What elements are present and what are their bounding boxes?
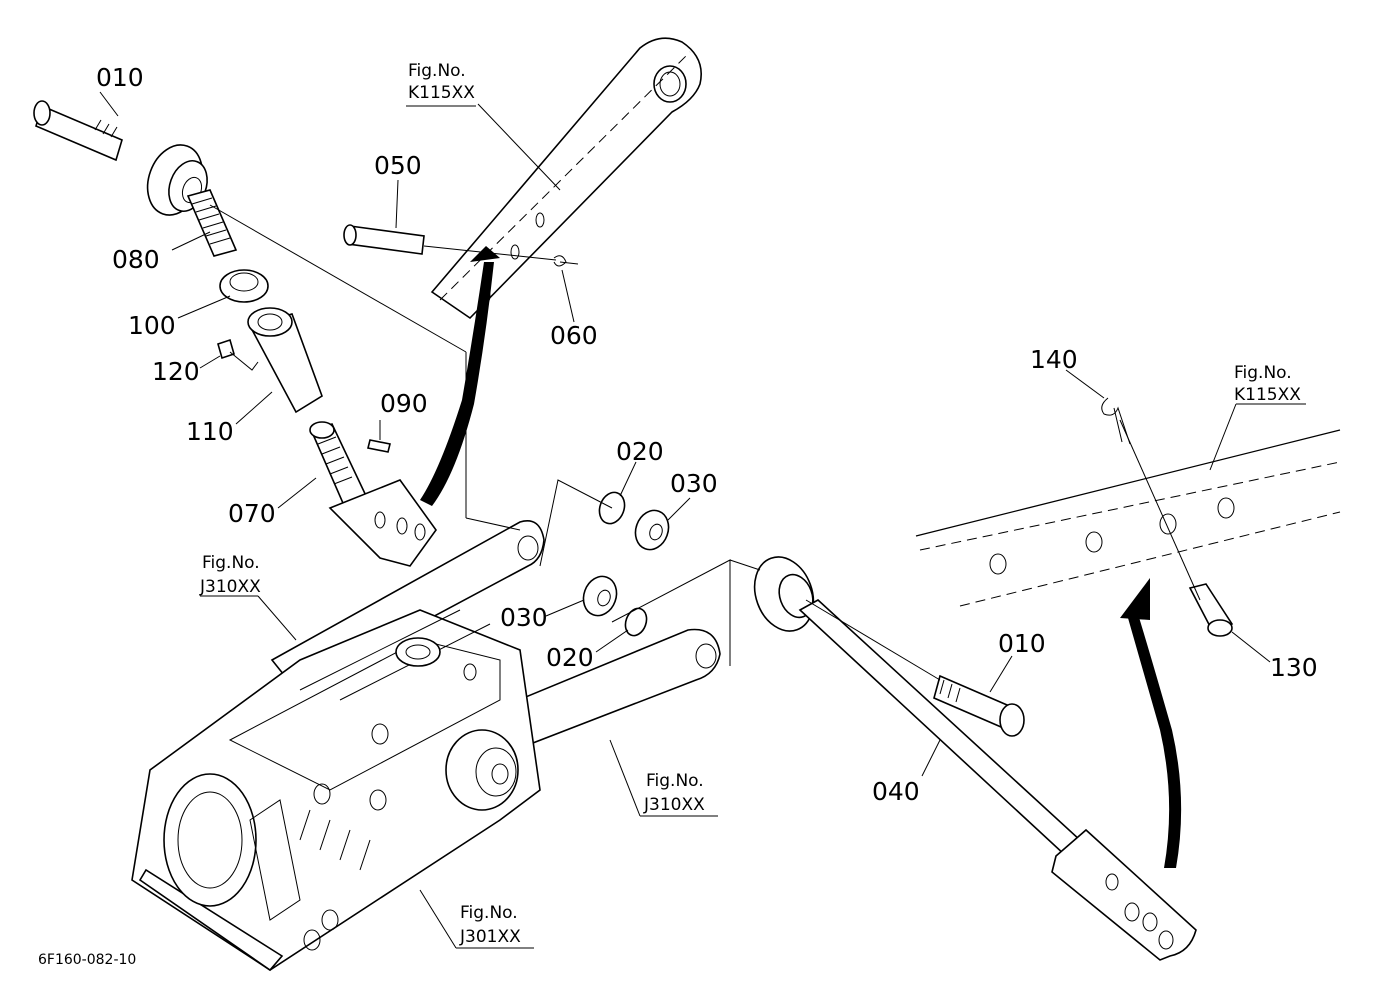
figref-k115-top-code: K115XX [408, 83, 475, 103]
label-060: 060 [550, 321, 598, 350]
label-100: 100 [128, 311, 176, 340]
figref-k115-right-code: K115XX [1234, 385, 1301, 405]
pin-050 [343, 224, 425, 255]
nut-030-bottom [582, 575, 618, 617]
hydraulic-housing [131, 609, 541, 972]
label-010-right: 010 [998, 629, 1046, 658]
label-010-top: 010 [96, 63, 144, 92]
label-030-bottom: 030 [500, 603, 548, 632]
label-040: 040 [872, 777, 920, 806]
clip-060 [553, 255, 579, 267]
pin-010-top [33, 100, 123, 162]
pin-130 [1188, 583, 1234, 637]
label-050: 050 [374, 151, 422, 180]
sleeve-110 [247, 307, 323, 414]
label-090: 090 [380, 389, 428, 418]
figref-k115-top-title: Fig.No. [408, 61, 466, 81]
figref-j310-left: Fig.No. J310XX [199, 553, 261, 597]
clip-140 [1101, 397, 1131, 445]
nut-030-top [634, 509, 670, 551]
clevis-070 [309, 421, 437, 567]
reference-lines [209, 204, 1201, 681]
grease-fitting-120 [217, 338, 259, 371]
lift-arm-right [468, 628, 721, 759]
figref-j310-right-code: J310XX [643, 795, 705, 815]
label-020-top: 020 [616, 437, 664, 466]
figref-j301-title: Fig.No. [460, 903, 518, 923]
assembly-arrow-right [1120, 578, 1182, 868]
lift-rod-040 [753, 556, 1197, 961]
label-030-top: 030 [670, 469, 718, 498]
pin-010-right [933, 674, 1025, 737]
pin-090 [367, 439, 391, 453]
figref-j310-left-title: Fig.No. [202, 553, 260, 573]
figref-j310-right-title: Fig.No. [646, 771, 704, 791]
label-leaders [99, 91, 1306, 949]
label-020-bottom: 020 [546, 643, 594, 672]
figref-j310-left-code: J310XX [199, 577, 261, 597]
figref-k115-top: Fig.No. K115XX [408, 61, 475, 103]
label-130: 130 [1270, 653, 1318, 682]
label-140: 140 [1030, 345, 1078, 374]
figref-j301-code: J301XX [459, 927, 521, 947]
label-080: 080 [112, 245, 160, 274]
nut-100 [219, 269, 269, 303]
washer-020-bottom [624, 607, 648, 637]
label-120: 120 [152, 357, 200, 386]
label-070: 070 [228, 499, 276, 528]
threaded-rod-080 [186, 189, 238, 257]
figure-code: 6F160-082-10 [38, 952, 136, 968]
figref-k115-right: Fig.No. K115XX [1234, 363, 1301, 405]
figref-j301: Fig.No. J301XX [459, 903, 521, 947]
label-110: 110 [186, 417, 234, 446]
lower-link-arm [915, 429, 1341, 607]
figref-k115-right-title: Fig.No. [1234, 363, 1292, 383]
figref-j310-right: Fig.No. J310XX [643, 771, 705, 815]
top-link-arm [430, 37, 702, 320]
assembly-arrow-left [420, 246, 500, 506]
